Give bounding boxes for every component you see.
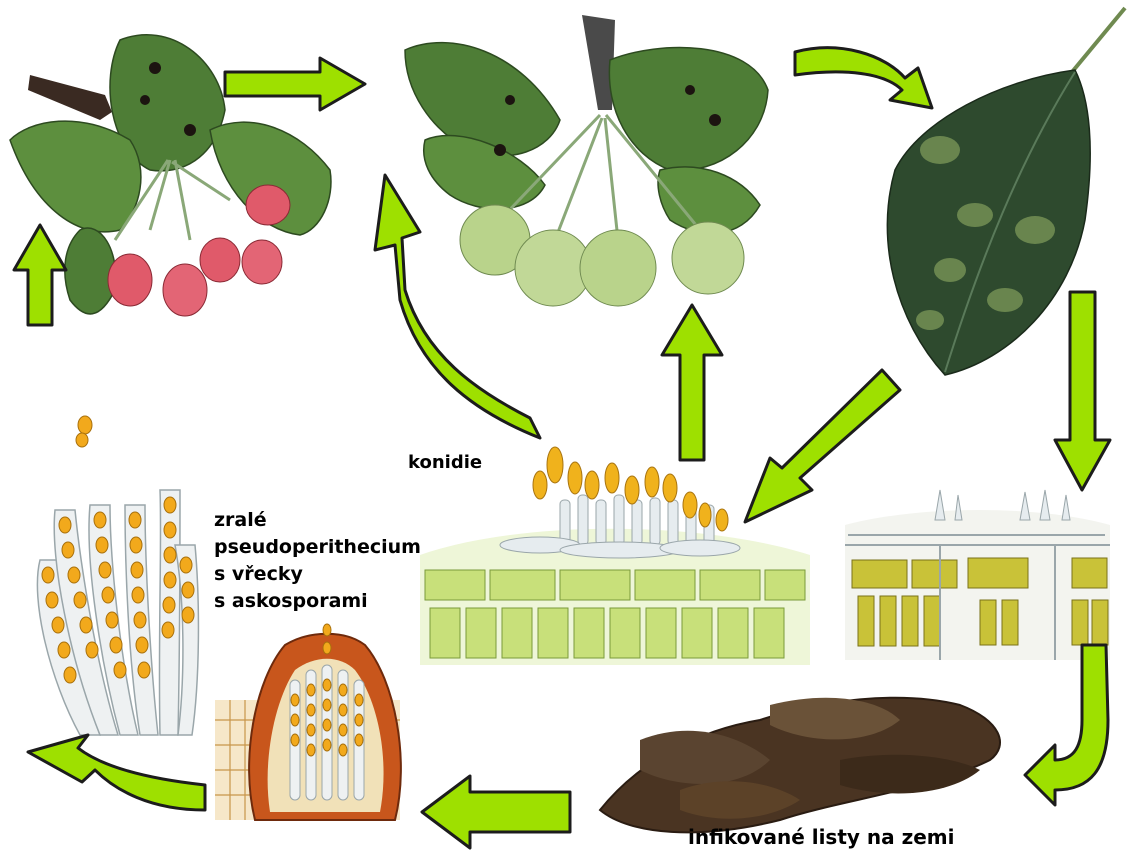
lesion-icon: [957, 203, 993, 227]
leaf-spot-icon: [505, 95, 515, 105]
fruit-icon: [580, 230, 656, 306]
arrow-curve-bottom-left: [28, 735, 205, 810]
asci-illustration: [37, 416, 198, 735]
leaf-icon: [609, 48, 768, 171]
leaf-icon: [10, 121, 141, 232]
blossom-icon: [242, 240, 282, 284]
blossom-icon: [163, 264, 207, 316]
spore-icon: [625, 476, 639, 504]
spore-icon: [663, 474, 677, 502]
label-pseudoperithecium: zralé pseudoperithecium s vřecky s askos…: [214, 507, 421, 615]
arrow-up-left: [14, 225, 66, 325]
pseudoperithecium-illustration: [215, 624, 401, 820]
blossom-icon: [246, 185, 290, 225]
fruiting-branch-illustration: [405, 15, 768, 306]
lesion-icon: [987, 288, 1023, 312]
spore-icon: [699, 503, 711, 527]
lesion-icon: [1015, 216, 1055, 244]
label-pseudo-line-2: pseudoperithecium: [214, 534, 421, 561]
label-conidia: konidie: [408, 452, 482, 474]
leaf-spot-icon: [494, 144, 506, 156]
spore-icon: [78, 416, 92, 434]
spore-icon: [533, 471, 547, 499]
fruit-icon: [672, 222, 744, 294]
spore-icon: [605, 463, 619, 493]
blossom-icon: [200, 238, 240, 282]
lesion-icon: [934, 258, 966, 282]
leaf-spot-icon: [709, 114, 721, 126]
arrow-up-center: [662, 305, 722, 460]
leaf-icon: [65, 228, 116, 314]
label-pseudo-line-4: s askosporami: [214, 588, 421, 615]
lesion-icon: [920, 136, 960, 164]
label-pseudo-line-1: zralé: [214, 507, 421, 534]
spore-icon: [645, 467, 659, 497]
label-pseudo-line-3: s vřecky: [214, 561, 421, 588]
arrow-curve-bottom-right: [1025, 645, 1108, 805]
spore-icon: [585, 471, 599, 499]
infected-tissue-illustration: [845, 490, 1110, 660]
arrow-down-right: [1055, 292, 1110, 490]
spore-icon: [547, 447, 563, 483]
blossom-icon: [108, 254, 152, 306]
spore-icon: [716, 509, 728, 531]
spore-icon: [568, 462, 582, 494]
arrow-curve-top-right: [795, 48, 932, 108]
spore-icon: [683, 492, 697, 518]
arrow-diagonal-center-right: [745, 370, 900, 522]
label-infected-leaves: infikované listy na zemi: [688, 826, 955, 848]
leaf-spot-icon: [184, 124, 196, 136]
conidia-tissue-illustration: [420, 447, 810, 665]
spore-icon: [76, 433, 88, 447]
dead-leaves-illustration: [600, 698, 1000, 833]
leaf-spot-icon: [149, 62, 161, 74]
lesion-icon: [916, 310, 944, 330]
branch-icon: [28, 75, 112, 120]
arrow-right-top: [225, 58, 365, 110]
leaf-spot-icon: [140, 95, 150, 105]
arrow-left-bottom: [422, 776, 570, 848]
leaf-spot-icon: [685, 85, 695, 95]
